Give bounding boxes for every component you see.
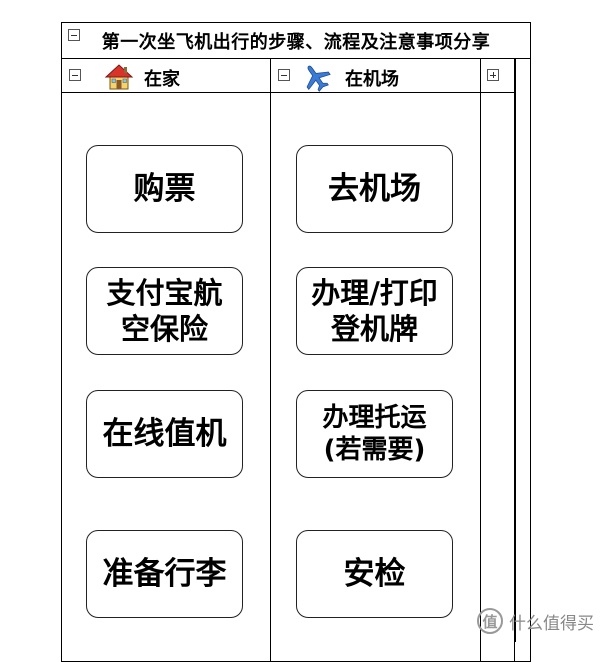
lane-airport: 在机场 去机场 办理/打印登机牌 办理托运(若需要) 安检 (271, 59, 481, 661)
step-alipay-insurance: 支付宝航空保险 (86, 267, 243, 355)
step-pack-luggage: 准备行李 (86, 530, 243, 618)
lane-home-header: 在家 (62, 59, 270, 93)
lane-collapsed (481, 59, 515, 661)
diagram-title-bar: 第一次坐飞机出行的步骤、流程及注意事项分享 (62, 23, 530, 59)
collapse-title-button[interactable] (68, 29, 80, 41)
lane-airport-label: 在机场 (345, 69, 399, 90)
lane-home-label: 在家 (144, 69, 180, 90)
lane-home: 在家 购票 支付宝航空保险 在线值机 准备行李 (62, 59, 271, 661)
diagram-title: 第一次坐飞机出行的步骤、流程及注意事项分享 (101, 31, 491, 53)
step-online-checkin: 在线值机 (86, 390, 243, 478)
collapse-lane-airport-button[interactable] (278, 69, 290, 81)
outer-border-line (515, 58, 516, 642)
house-icon (104, 64, 134, 90)
zhi-logo-icon: 值 (477, 608, 503, 634)
expand-lane-button[interactable] (487, 69, 499, 81)
step-security-check: 安检 (296, 530, 453, 618)
step-go-to-airport: 去机场 (296, 145, 453, 233)
lane-collapsed-header (481, 59, 514, 93)
step-boarding-pass: 办理/打印登机牌 (296, 267, 453, 355)
watermark: 值 什么值得买 (477, 608, 594, 634)
lane-airport-header: 在机场 (271, 59, 480, 93)
step-buy-ticket: 购票 (86, 145, 243, 233)
collapse-lane-home-button[interactable] (69, 69, 81, 81)
step-baggage-checkin: 办理托运(若需要) (296, 390, 453, 478)
watermark-text: 什么值得买 (509, 613, 594, 634)
swimlane-diagram: 第一次坐飞机出行的步骤、流程及注意事项分享 在家 购票 支付宝航空保险 在线值机 (61, 22, 531, 662)
airplane-icon (306, 65, 331, 92)
